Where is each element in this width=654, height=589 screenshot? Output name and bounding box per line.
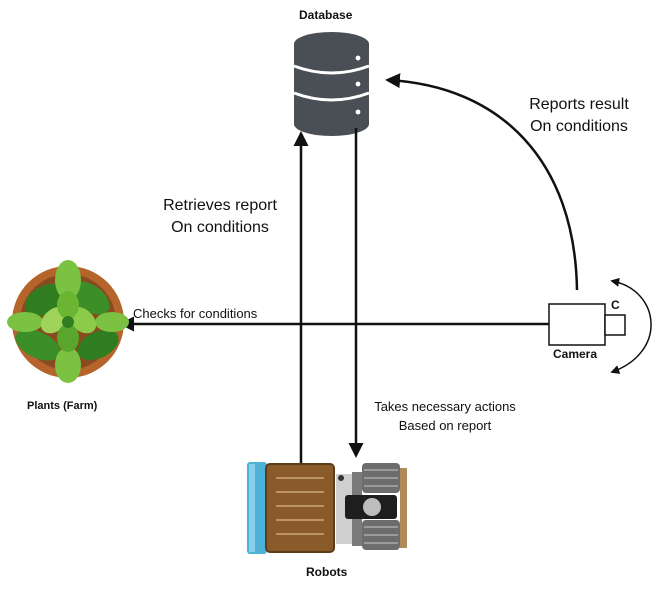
robot-vehicle-icon: [247, 462, 407, 554]
arrow-camera-to-database: [385, 73, 579, 291]
edge-label-line2: Based on report: [398, 418, 492, 433]
edge-label-line1: Reports result: [529, 96, 629, 113]
edge-label-database-to-robots: Takes necessary actions Based on report: [362, 397, 528, 435]
camera-rotation-arrow: [610, 277, 652, 374]
plants-label: Plants (Farm): [27, 400, 98, 412]
edge-label-camera-to-database: Reports result On conditions: [517, 94, 641, 138]
edge-label-line2: On conditions: [171, 219, 269, 236]
edge-label-line2: On conditions: [530, 118, 628, 135]
edge-label-camera-to-plants: Checks for conditions: [133, 306, 258, 321]
camera-badge: C: [611, 298, 620, 312]
edge-label-line1: Retrieves report: [163, 197, 277, 214]
database-cylinder-icon: [293, 32, 370, 136]
potted-plant-icon: [7, 260, 129, 383]
database-label: Database: [299, 8, 353, 22]
edge-label-robots-to-database: Retrieves report On conditions: [150, 195, 290, 239]
edge-label-line1: Takes necessary actions: [374, 399, 516, 414]
camera-label: Camera: [553, 347, 598, 361]
robots-label: Robots: [306, 565, 348, 579]
